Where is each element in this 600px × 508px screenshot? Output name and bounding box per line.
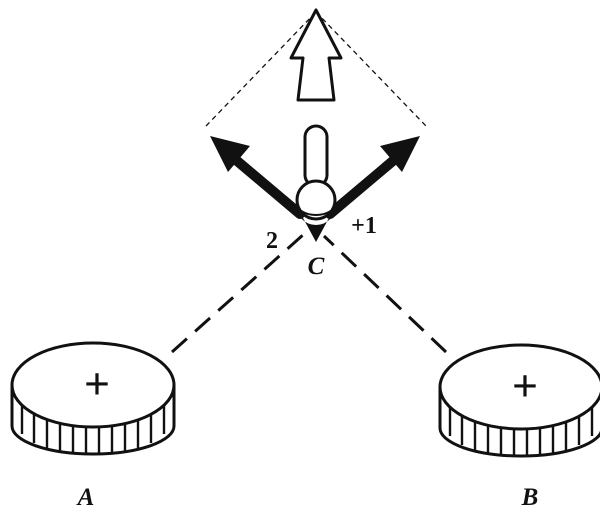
dashed-line-a-to-c bbox=[171, 232, 305, 354]
vector-arrow-right bbox=[325, 136, 420, 219]
parallelogram-left-side bbox=[205, 11, 317, 127]
point-c-label: C bbox=[308, 253, 325, 280]
parallelogram-right-side bbox=[315, 11, 427, 127]
vector-arrow-left bbox=[210, 136, 305, 219]
charge-b-disc bbox=[438, 343, 600, 458]
vector-left-label: 2 bbox=[266, 228, 278, 254]
vector-right-label: +1 bbox=[351, 213, 377, 239]
charge-b-label: B bbox=[521, 484, 539, 508]
charge-b-sign: + bbox=[512, 360, 538, 411]
charge-a-sign: + bbox=[84, 358, 110, 409]
charge-a-label: A bbox=[76, 484, 95, 508]
dashed-line-b-to-c bbox=[322, 234, 448, 354]
test-charge-ball bbox=[295, 179, 337, 242]
charge-a-disc bbox=[10, 341, 176, 456]
resultant-arrow bbox=[289, 8, 343, 188]
